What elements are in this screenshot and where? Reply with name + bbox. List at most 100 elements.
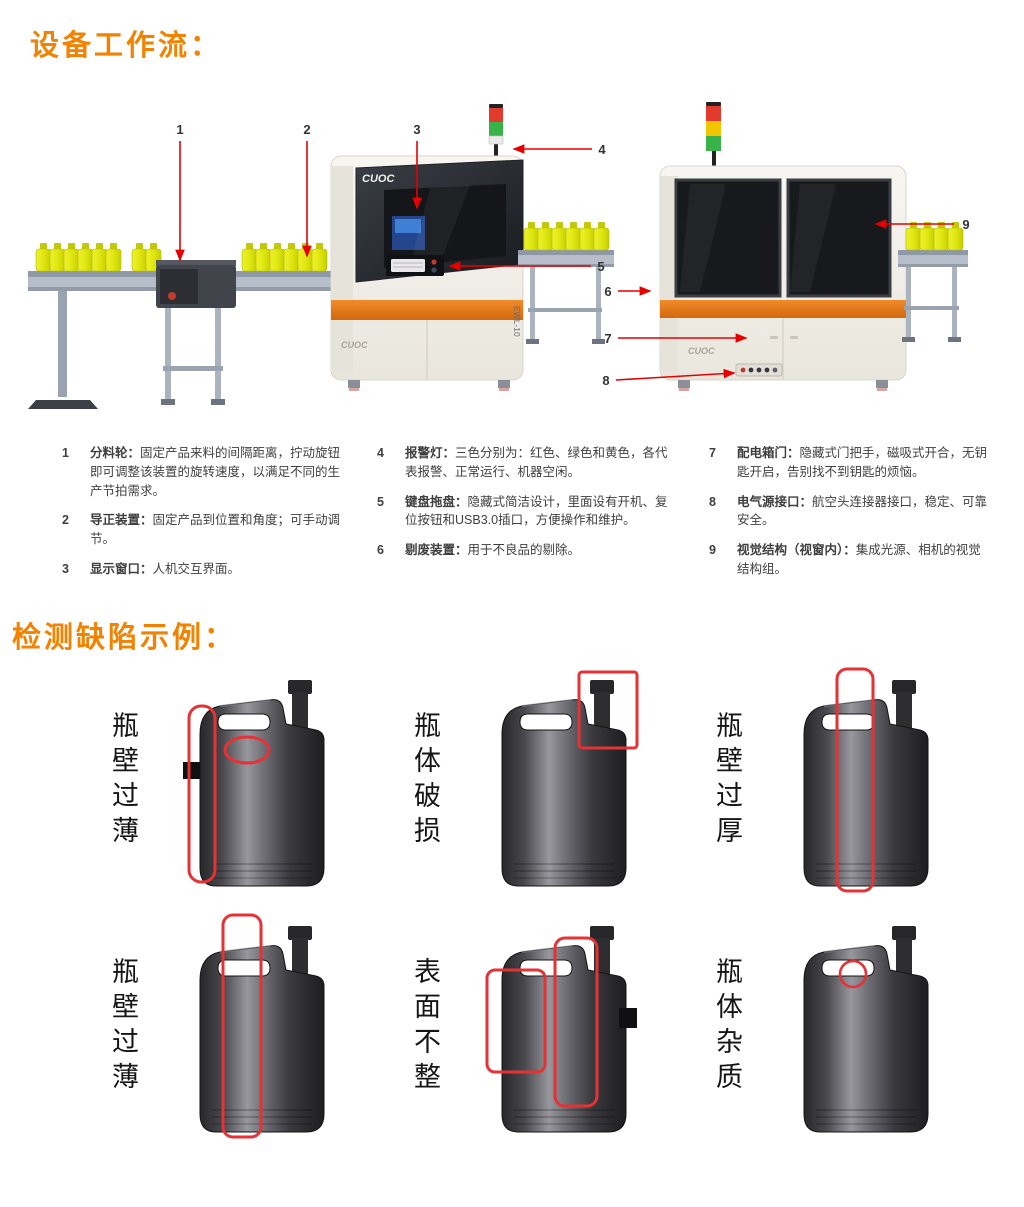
legend-number: 9	[708, 543, 716, 557]
legend-desc: 隐藏式简洁设计，里面设有开机、复位按钮和USB3.0插口，方便操作和维护。	[405, 494, 668, 528]
machine-2-orange-stripe	[660, 300, 906, 318]
defect-example-6: 瓶体杂质	[708, 912, 1000, 1142]
callout-number-2: 2	[303, 122, 310, 137]
legend-term: 视觉结构（视窗内）：	[736, 543, 856, 557]
legend-number: 4	[377, 446, 384, 460]
legend-item-3: 3 显示窗口：人机交互界面。	[62, 560, 343, 579]
legend-term: 配电箱门：	[736, 446, 800, 460]
legend-item-7: 7 配电箱门：隐藏式门把手，磁吸式开合，无钥匙开启，告别找不到钥匙的烦恼。	[709, 444, 990, 482]
defect-example-2: 瓶体破损	[406, 666, 698, 896]
legend-desc: 集成光源、相机的视觉结构组。	[736, 543, 981, 576]
callout-4: 4	[512, 142, 606, 157]
legend-column-2: 4 报警灯：三色分别为：红色、绿色和黄色，各代表报警、正常运行、机器空闲。 5 …	[377, 444, 675, 590]
legend-desc: 航空头连接器接口，稳定、可靠安全。	[736, 494, 987, 528]
callout-number-4: 4	[598, 142, 606, 157]
brand-logo-machine-1: CUOC	[341, 340, 368, 350]
defect-examples-grid: 瓶壁过薄 瓶体破损 瓶壁过厚 瓶壁过薄	[104, 666, 1000, 1142]
callout-number-6: 6	[604, 284, 611, 299]
legend-number: 1	[62, 446, 69, 460]
defect-example-3: 瓶壁过厚	[708, 666, 1000, 896]
legend-term: 分料轮：	[90, 446, 141, 460]
legend-column-3: 7 配电箱门：隐藏式门把手，磁吸式开合，无钥匙开启，告别找不到钥匙的烦恼。 8 …	[709, 444, 990, 590]
legend-desc: 隐藏式门把手，磁吸式开合，无钥匙开启，告别找不到钥匙的烦恼。	[736, 446, 987, 479]
right-conveyor	[898, 221, 968, 342]
legend-number: 8	[708, 494, 716, 509]
callout-2: 2	[302, 122, 312, 258]
defect-example-4: 瓶壁过薄	[104, 912, 396, 1142]
feeding-wheel-device	[156, 260, 236, 405]
callout-6: 6	[604, 284, 652, 299]
legend-item-4: 4 报警灯：三色分别为：红色、绿色和黄色，各代表报警、正常运行、机器空闲。	[377, 444, 675, 482]
brand-logo-machine-2: CUOC	[688, 346, 715, 356]
callout-5: 5	[448, 259, 605, 274]
inspection-machine-1: CUOC CUOC EWL-10	[330, 104, 524, 391]
legend-term: 键盘拖盘：	[405, 494, 468, 509]
defect-label: 瓶体破损	[410, 710, 440, 851]
legend-term: 显示窗口：	[90, 561, 153, 576]
product-bottles-middle	[523, 221, 610, 251]
legend-term: 电气源接口：	[736, 494, 812, 509]
callout-8: 8	[602, 368, 736, 388]
power-connector-panel	[735, 363, 783, 377]
legend-number: 3	[62, 561, 69, 576]
equipment-illustration: CUOC CUOC EWL-10	[28, 102, 970, 409]
legend-desc: 用于不良品的剔除。	[467, 543, 581, 557]
callout-9: 9	[874, 217, 970, 232]
legend-number: 5	[377, 494, 384, 509]
callout-1: 1	[175, 122, 185, 262]
legend-item-1: 1 分料轮：固定产品来料的间隔距离，拧动旋钮即可调整该装置的旋转速度，以满足不同…	[62, 444, 343, 500]
legend-term: 剔废装置：	[405, 543, 468, 557]
defect-image-thin-wall	[183, 678, 325, 887]
model-label: EWL-10	[512, 306, 522, 337]
legend-item-9: 9 视觉结构（视窗内）：集成光源、相机的视觉结构组。	[709, 541, 990, 579]
legend-desc: 人机交互界面。	[152, 561, 241, 576]
legend-number: 2	[62, 513, 69, 528]
defect-image-impurity	[803, 924, 929, 1133]
legend-number: 6	[377, 543, 384, 557]
callout-number-5: 5	[597, 259, 604, 274]
legend-item-5: 5 键盘拖盘：隐藏式简洁设计，里面设有开机、复位按钮和USB3.0插口，方便操作…	[377, 493, 675, 531]
legend-item-8: 8 电气源接口：航空头连接器接口，稳定、可靠安全。	[709, 493, 990, 531]
inspection-machine-2: CUOC	[659, 102, 907, 391]
callout-7: 7	[604, 331, 748, 346]
keyboard-tray	[386, 255, 444, 276]
legend-term: 报警灯：	[405, 446, 456, 460]
machine-1-orange-stripe	[331, 300, 523, 320]
workflow-section-title: 设备工作流：	[30, 30, 223, 62]
callout-number-1: 1	[176, 122, 183, 137]
defect-image-broken-body	[501, 670, 639, 887]
defect-example-1: 瓶壁过薄	[104, 666, 396, 896]
middle-conveyor	[518, 221, 614, 344]
legend-number: 7	[708, 446, 716, 460]
legend-item-2: 2 导正装置：固定产品到位置和角度；可手动调节。	[62, 511, 343, 549]
callout-number-7: 7	[604, 331, 611, 346]
defect-label: 瓶体杂质	[712, 956, 742, 1097]
legend-desc: 固定产品到位置和角度；可手动调节。	[90, 513, 341, 546]
defect-label: 瓶壁过厚	[712, 710, 742, 851]
defect-example-5: 表面不整	[406, 912, 698, 1142]
product-bottles-right	[905, 221, 964, 251]
callout-3: 3	[412, 122, 422, 210]
electrical-cabinet-doors	[770, 318, 798, 379]
defect-image-uneven-surface	[485, 924, 637, 1133]
callout-number-8: 8	[602, 373, 609, 388]
defect-label: 瓶壁过薄	[108, 956, 138, 1097]
legend-desc: 三色分别为：红色、绿色和黄色，各代表报警、正常运行、机器空闲。	[405, 446, 668, 479]
parts-legend: 1 分料轮：固定产品来料的间隔距离，拧动旋钮即可调整该装置的旋转速度，以满足不同…	[62, 444, 990, 590]
callouts: 1 2 3 4 5 6 7	[175, 122, 970, 388]
brand-logo-panel: CUOC	[362, 173, 395, 185]
callout-number-9: 9	[962, 217, 969, 232]
legend-column-1: 1 分料轮：固定产品来料的间隔距离，拧动旋钮即可调整该装置的旋转速度，以满足不同…	[62, 444, 343, 590]
alarm-tower-light-1	[488, 104, 504, 158]
defect-label: 表面不整	[410, 956, 440, 1097]
legend-term: 导正装置：	[90, 513, 153, 528]
callout-number-3: 3	[413, 122, 420, 137]
defect-image-thin-wall-2	[199, 913, 325, 1138]
defects-section-title: 检测缺陷示例：	[12, 621, 237, 654]
alarm-tower-light-2	[706, 102, 721, 167]
defect-label: 瓶壁过薄	[108, 710, 138, 851]
legend-item-6: 6 剔废装置：用于不良品的剔除。	[377, 541, 675, 560]
vision-structure-windows	[674, 178, 892, 298]
defect-image-thick-wall	[803, 667, 929, 892]
legend-desc: 固定产品来料的间隔距离，拧动旋钮即可调整该装置的旋转速度，以满足不同的生产节拍需…	[90, 446, 341, 498]
